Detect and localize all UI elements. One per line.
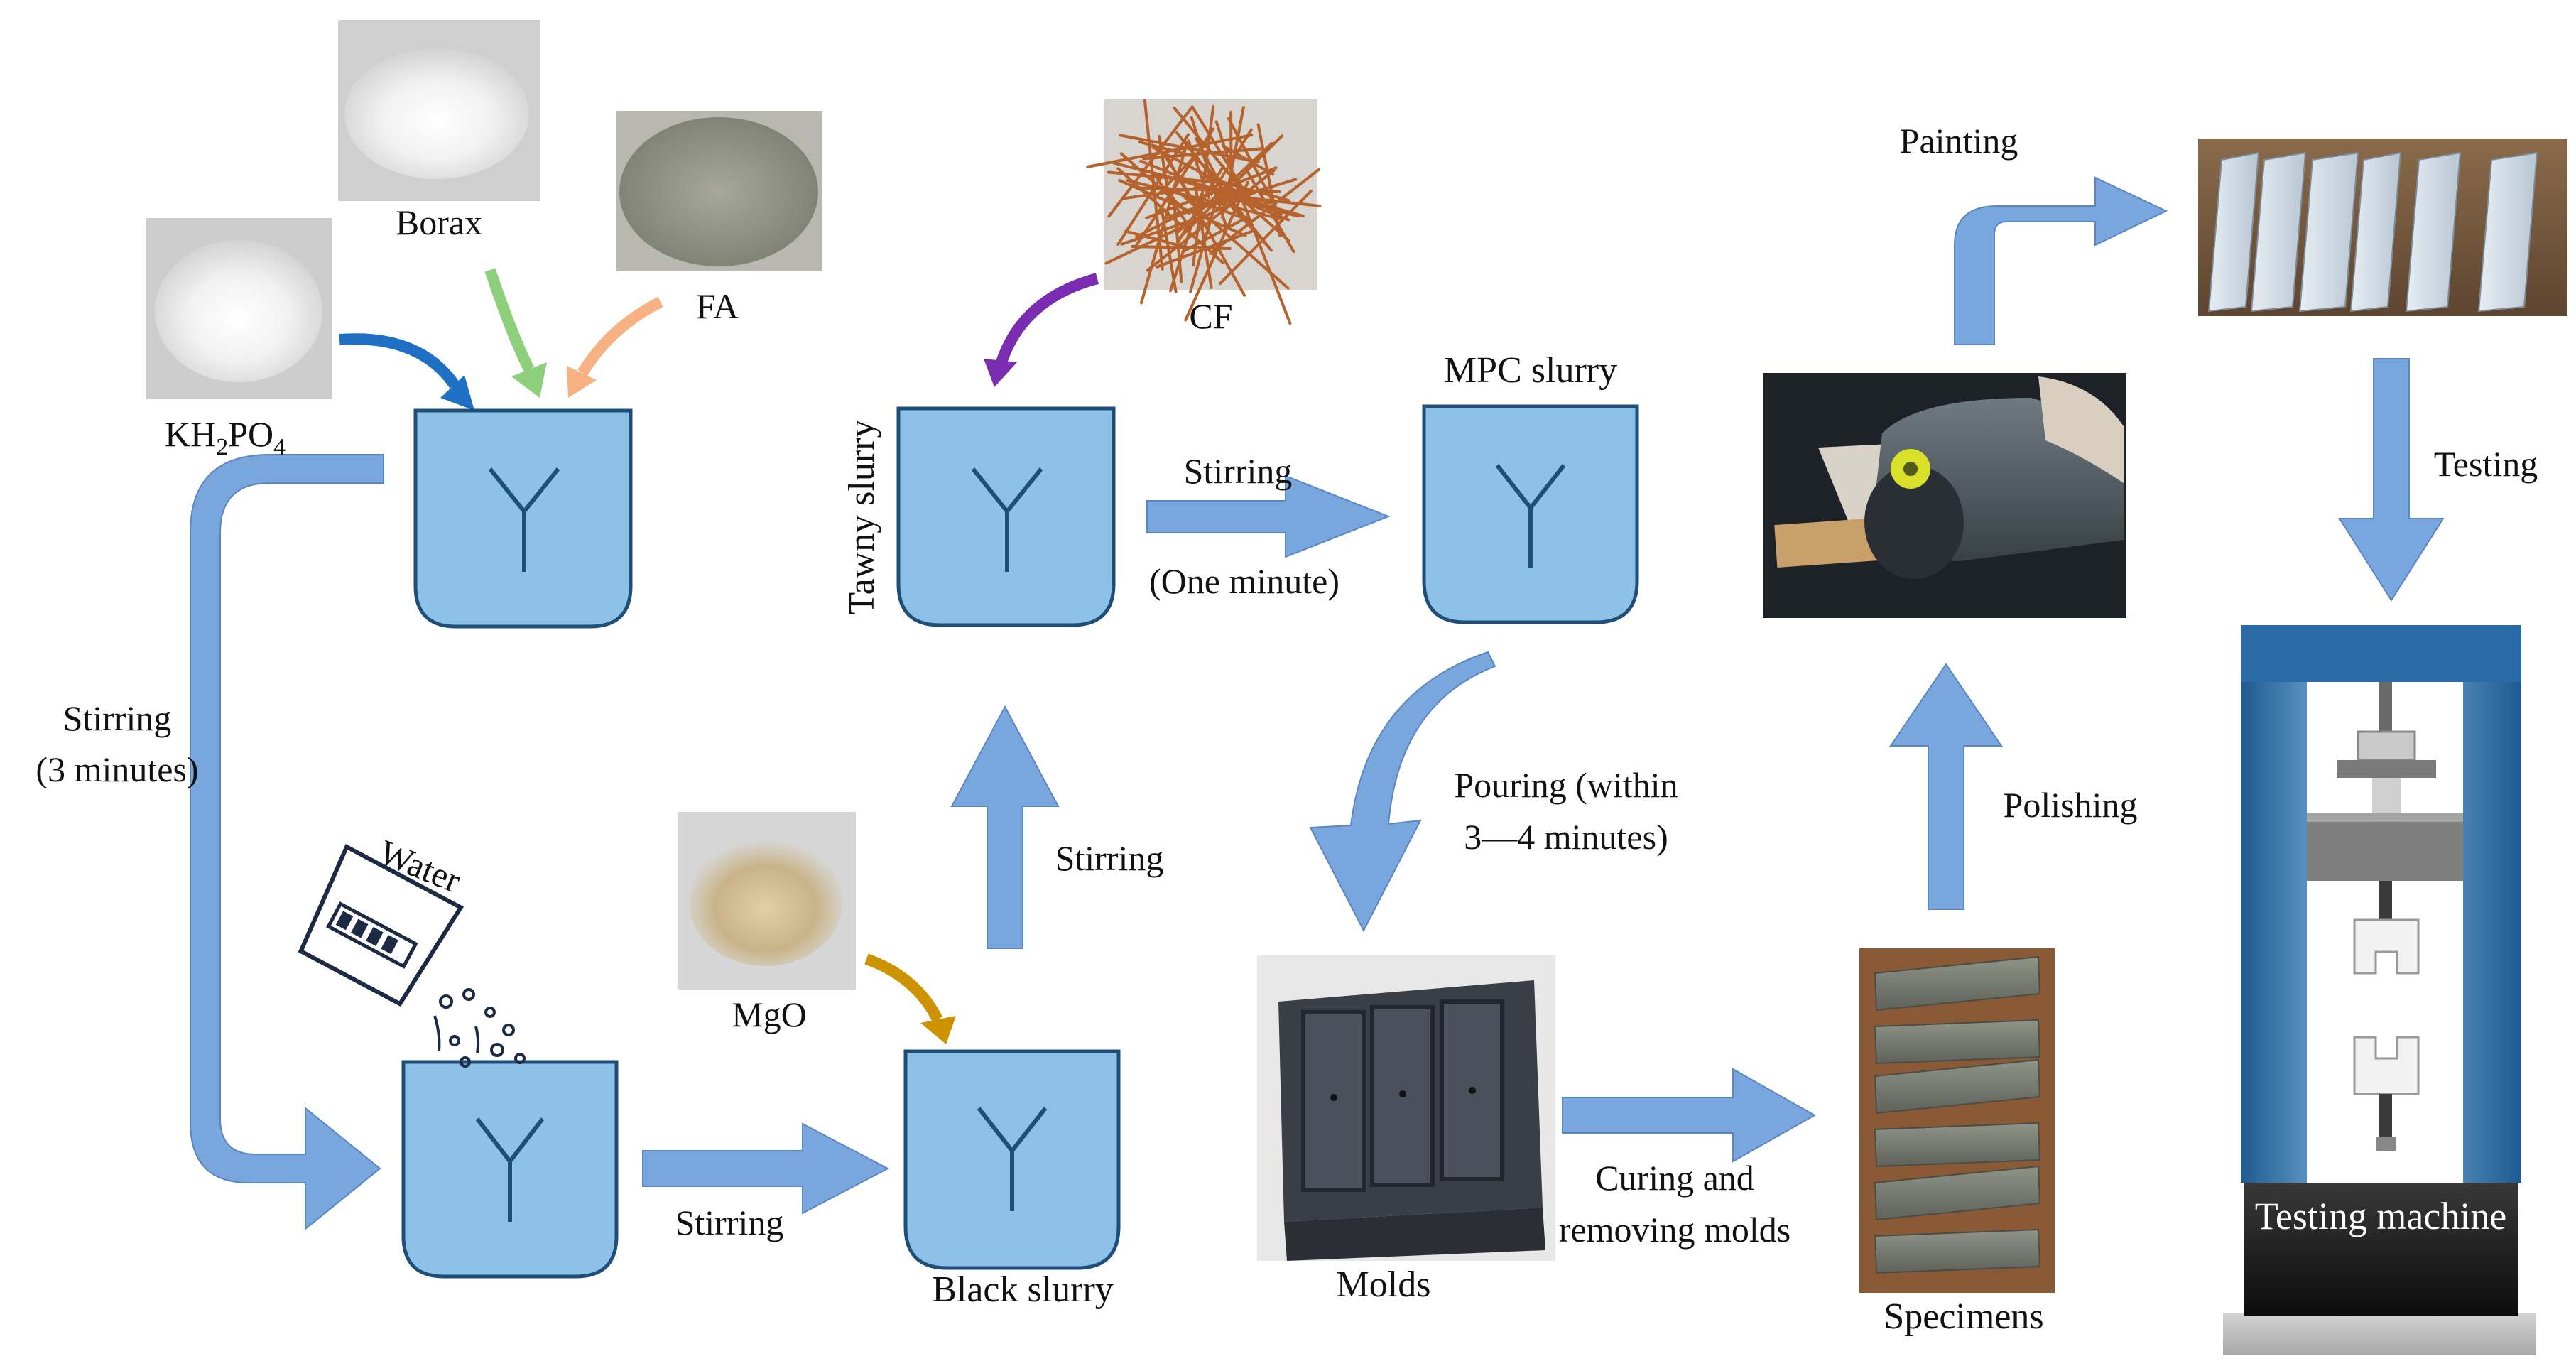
fiber-strand (1182, 215, 1250, 253)
specimen-bar (1874, 1165, 2041, 1221)
borax-add-arrow (484, 268, 547, 398)
borax-photo (338, 20, 540, 201)
cf-label: CF (1189, 296, 1232, 336)
stirring-bottom-label: Stirring (675, 1203, 784, 1242)
fiber-strand (1210, 128, 1253, 196)
fiber-strand (1161, 150, 1204, 217)
painting-arrow (1954, 176, 2168, 345)
fiber-strand (1187, 139, 1211, 200)
stirring-one-minute-label-line2: (One minute) (1149, 561, 1339, 601)
mgo-label: MgO (732, 994, 807, 1034)
stirring-up-label: Stirring (1055, 838, 1164, 878)
fiber-strand (1119, 134, 1260, 163)
kh2po4-add-arrow (339, 333, 474, 411)
stirring-up-arrow (950, 705, 1060, 949)
specimen-bars (1874, 955, 2041, 1274)
beaker-black-slurry (903, 1049, 1121, 1270)
stirring-one-minute-arrow (1146, 475, 1391, 558)
fiber-strand (1229, 168, 1292, 325)
beaker-water-mix (401, 1060, 619, 1279)
mgo-photo (678, 812, 856, 990)
fiber-strand (1118, 178, 1247, 237)
testing-arrow (2338, 358, 2445, 602)
beaker-mpc-slurry (1422, 404, 1639, 624)
testing-machine (2223, 625, 2536, 1355)
polishing-arrow (1889, 663, 2003, 910)
cf-photo (1086, 99, 1322, 325)
fiber-strand (1256, 123, 1282, 237)
fiber-strand (1209, 168, 1320, 256)
black-slurry-label: Black slurry (932, 1269, 1114, 1310)
polishing-photo (1763, 373, 2126, 618)
pouring-label-line1: Pouring (within (1454, 765, 1678, 805)
painting-label: Painting (1900, 121, 2018, 161)
specimen-bar (1874, 1228, 2041, 1274)
painted-bar (2207, 151, 2260, 313)
polishing-label: Polishing (2004, 785, 2138, 825)
kh2po4-label: KH2PO4 (165, 414, 286, 460)
stirring-bottom-arrow (642, 1122, 890, 1215)
fa-photo (616, 111, 822, 271)
fiber-strand (1218, 193, 1322, 207)
stirring-one-minute-label-line1: Stirring (1184, 451, 1293, 491)
fiber-strand (1131, 245, 1232, 250)
borax-label: Borax (396, 202, 482, 242)
mgo-add-arrow (864, 953, 956, 1044)
tawny-slurry-label: Tawny slurry (842, 419, 882, 614)
fiber-strand (1244, 168, 1295, 254)
painted-bars (2207, 151, 2538, 313)
painted-bar (2250, 151, 2307, 313)
painted-bar (2405, 151, 2462, 313)
fiber-strand (1155, 175, 1190, 228)
fa-add-arrow (567, 296, 663, 398)
fiber-strand (1223, 195, 1300, 218)
testing-machine-label: Testing machine (2255, 1195, 2507, 1237)
fiber-strand (1116, 167, 1224, 264)
mpc-slurry-label: MPC slurry (1444, 350, 1617, 391)
beaker-kh2po4-mix (413, 408, 633, 629)
pouring-arrow (1309, 651, 1496, 933)
fiber-strand (1190, 105, 1245, 191)
cf-add-arrow (984, 273, 1099, 387)
specimen-bar (1874, 1122, 2041, 1168)
specimen-bar (1874, 955, 2041, 1012)
testing-label: Testing (2434, 444, 2538, 484)
stirring-3-min-arrow (190, 454, 384, 1231)
specimen-bar (1874, 1058, 2041, 1115)
fiber-strand (1172, 197, 1183, 283)
specimens-photo (1859, 948, 2055, 1293)
curing-label-line1: Curing and (1595, 1158, 1754, 1198)
fiber-strand (1209, 177, 1290, 202)
water-cup-icon (298, 843, 526, 1068)
molds-label: Molds (1337, 1264, 1431, 1305)
carbon-fiber-strands (1086, 99, 1322, 325)
specimens-label: Specimens (1884, 1296, 2043, 1337)
fiber-strand (1169, 193, 1203, 293)
painted-bar (2477, 151, 2538, 313)
stirring-3-min-label-line1: Stirring (63, 698, 172, 738)
painted-bar (2298, 151, 2359, 313)
fa-label: FA (696, 286, 739, 326)
molds-photo (1257, 955, 1555, 1261)
fiber-strand (1190, 116, 1228, 229)
beaker-tawny-slurry (896, 406, 1116, 627)
curing-arrow (1562, 1068, 1817, 1163)
painted-bar (2349, 151, 2402, 313)
pouring-label-line2: 3—4 minutes) (1464, 817, 1668, 857)
specimen-bar (1874, 1019, 2041, 1065)
fiber-strand (1218, 190, 1313, 286)
kh2po4-photo (146, 218, 332, 399)
fiber-strand (1119, 152, 1191, 215)
curing-label-line2: removing molds (1559, 1210, 1790, 1250)
stirring-3-min-label-line2: (3 minutes) (36, 749, 198, 789)
fiber-strand (1140, 141, 1189, 305)
fiber-strand (1184, 180, 1249, 322)
painted-specimens-photo (2198, 139, 2567, 316)
